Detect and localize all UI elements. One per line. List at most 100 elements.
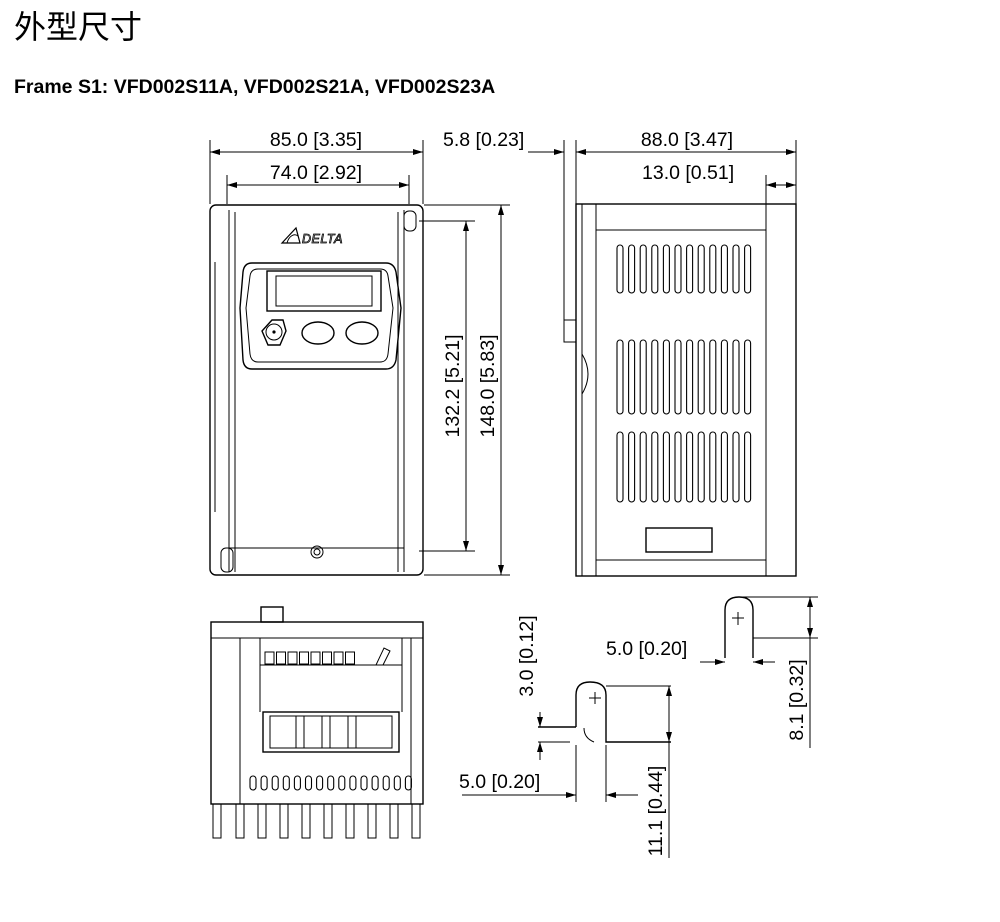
key-button-right-icon	[345, 321, 379, 345]
bottom-vent-slot	[382, 775, 390, 791]
terminal-screw	[310, 651, 321, 665]
vent-slot	[686, 431, 694, 503]
vent-slot	[674, 431, 682, 503]
vent-slot	[732, 339, 740, 415]
vent-slot	[616, 431, 624, 503]
vent-slot	[662, 244, 670, 294]
vent-slot	[616, 339, 624, 415]
vent-slot	[686, 339, 694, 415]
vent-slot	[662, 431, 670, 503]
vent-slot	[674, 339, 682, 415]
vent-slot	[651, 339, 659, 415]
vent-slot	[709, 339, 717, 415]
vent-slot	[732, 244, 740, 294]
heatsink-fin	[411, 804, 421, 839]
dim-total-height: 148.0 [5.83]	[477, 334, 499, 437]
bottom-vent-slots	[249, 775, 412, 791]
vent-slot	[720, 244, 728, 294]
bottom-vent-slot	[293, 775, 301, 791]
terminal-screw	[264, 651, 275, 665]
bottom-vent-slot	[371, 775, 379, 791]
vent-slot	[628, 431, 636, 503]
bottom-vent-slot	[349, 775, 357, 791]
terminal-screw	[287, 651, 298, 665]
dim-slot-depth: 3.0 [0.12]	[516, 615, 538, 696]
vent-slot	[651, 244, 659, 294]
bottom-vent-slot	[260, 775, 268, 791]
dim-slot-width-bottom: 5.0 [0.20]	[459, 771, 540, 793]
vent-slot	[697, 339, 705, 415]
side-dimensions: 5.8 [0.23] 88.0 [3.47] 13.0 [0.51]	[443, 129, 797, 320]
keypad-panel	[239, 262, 402, 370]
vent-slot	[709, 431, 717, 503]
vent-slot	[744, 431, 752, 503]
heatsink-fin	[257, 804, 267, 839]
heatsink-fin	[301, 804, 311, 839]
knob-icon	[261, 319, 287, 346]
logo-text: DELTA	[302, 232, 343, 246]
side-vent-slots	[616, 244, 752, 503]
bottom-vent-slot	[338, 775, 346, 791]
vent-slot	[651, 431, 659, 503]
terminal-screw	[299, 651, 309, 665]
terminal-screw	[276, 651, 286, 665]
heatsink-fin	[212, 804, 222, 839]
vent-slot	[697, 431, 705, 503]
bottom-view	[210, 606, 424, 839]
heatsink-fin	[235, 804, 245, 839]
heatsink-fin	[345, 804, 355, 839]
dim-hole-width: 5.0 [0.20]	[606, 638, 687, 660]
dim-front-width: 85.0 [3.35]	[270, 129, 362, 151]
vent-slot	[616, 244, 624, 294]
bottom-vent-slot	[249, 775, 257, 791]
heatsink-fins	[212, 804, 421, 839]
vent-slot	[639, 431, 647, 503]
mounting-hole-detail: 5.0 [0.20] 8.1 [0.32]	[606, 596, 818, 748]
heatsink-fin	[367, 804, 377, 839]
terminal-block	[264, 651, 355, 665]
vent-slot	[662, 339, 670, 415]
terminal-screw	[333, 651, 344, 665]
vent-slot	[697, 244, 705, 294]
page-title: 外型尺寸	[14, 8, 143, 46]
vent-slot	[720, 339, 728, 415]
vent-slot	[639, 244, 647, 294]
bottom-vent-slot	[271, 775, 279, 791]
bottom-vent-slot	[282, 775, 290, 791]
bottom-vent-slot	[360, 775, 368, 791]
dim-hole-height: 8.1 [0.32]	[786, 659, 808, 740]
bottom-vent-slot	[304, 775, 313, 791]
heatsink-fin	[323, 804, 333, 839]
dim-slot-height-bottom: 11.1 [0.44]	[645, 766, 667, 857]
vent-slot	[628, 244, 636, 294]
frame-heading: Frame S1: VFD002S11A, VFD002S21A, VFD002…	[14, 76, 496, 98]
key-button-left-icon	[301, 321, 335, 345]
dim-side-step: 13.0 [0.51]	[642, 162, 734, 184]
vent-slot	[720, 431, 728, 503]
dim-side-offset: 5.8 [0.23]	[443, 129, 524, 151]
bottom-vent-slot	[393, 775, 401, 791]
dim-side-depth: 88.0 [3.47]	[641, 129, 733, 151]
vent-slot	[639, 339, 647, 415]
front-dimensions: 85.0 [3.35] 74.0 [2.92] 132.2 [5.21] 148…	[209, 129, 510, 576]
vent-slot	[709, 244, 717, 294]
heatsink-fin	[389, 804, 399, 839]
vent-slot	[744, 339, 752, 415]
dim-front-mount-width: 74.0 [2.92]	[270, 162, 362, 184]
terminal-screw	[345, 651, 355, 665]
mounting-slot-detail: 3.0 [0.12] 5.0 [0.20] 11.1 [0.44]	[459, 615, 672, 858]
vent-slot	[628, 339, 636, 415]
bottom-vent-slot	[327, 775, 335, 791]
vent-slot	[732, 431, 740, 503]
vent-slot	[674, 244, 682, 294]
vent-slot	[686, 244, 694, 294]
heatsink-fin	[279, 804, 289, 839]
dim-mount-height: 132.2 [5.21]	[442, 334, 464, 437]
delta-logo: DELTA	[280, 226, 343, 246]
side-view	[563, 203, 797, 577]
terminal-screw	[322, 651, 332, 665]
bottom-vent-slot	[404, 775, 412, 791]
bottom-vent-slot	[316, 775, 324, 791]
front-view: DELTA	[209, 204, 424, 576]
